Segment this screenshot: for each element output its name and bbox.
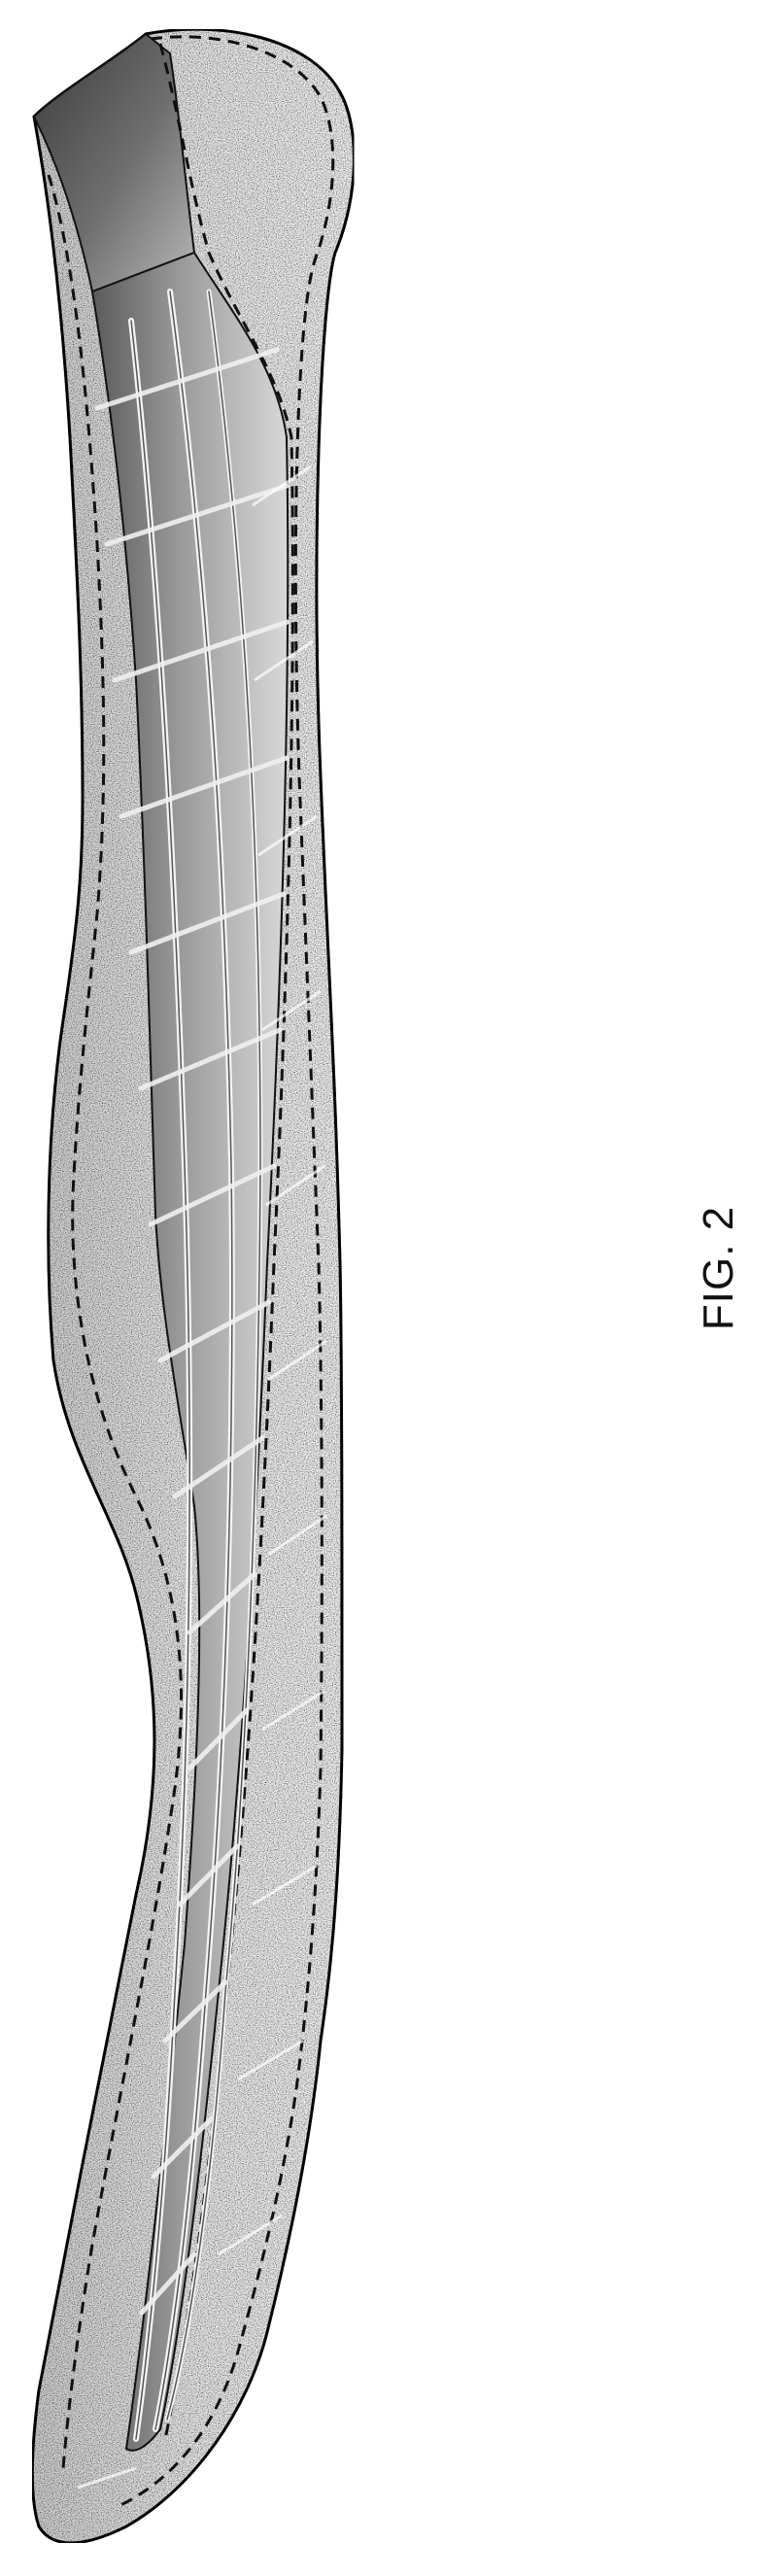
figure-label-text: FIG. 2 bbox=[695, 1206, 743, 1330]
figure-label: FIG. 2 bbox=[680, 1195, 758, 1341]
